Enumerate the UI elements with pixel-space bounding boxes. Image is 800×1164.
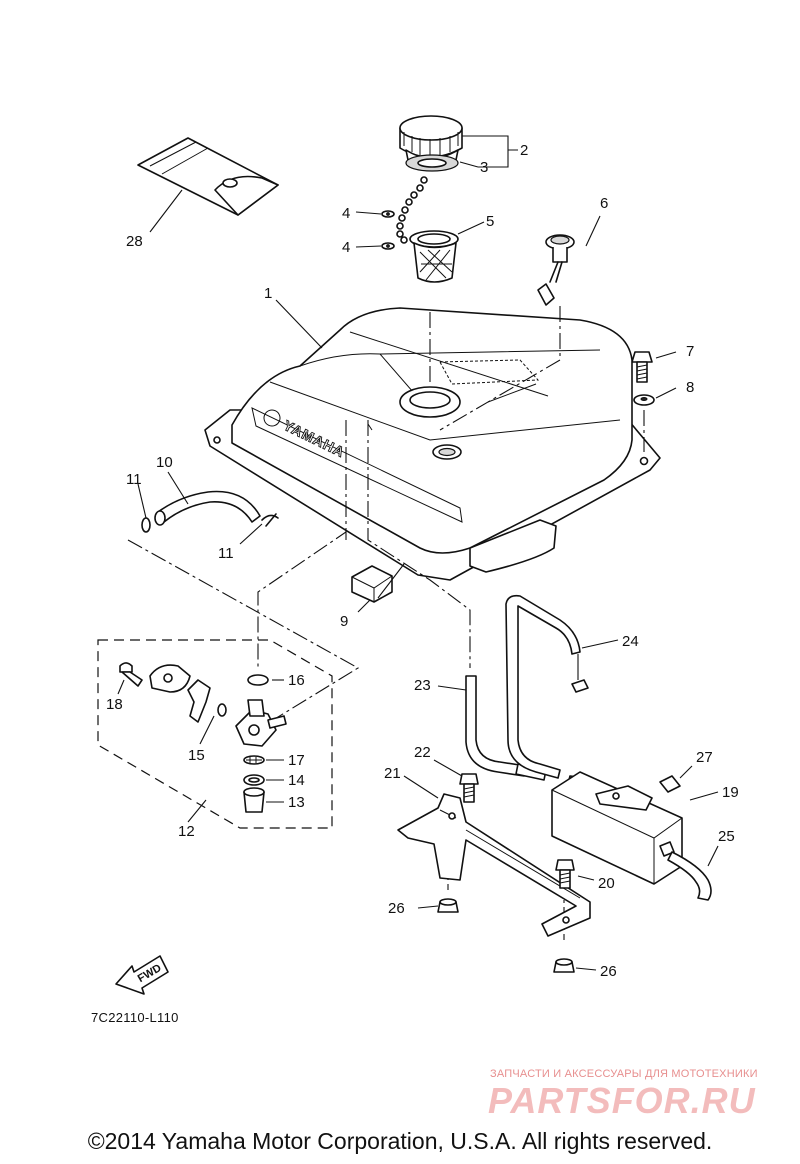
callout-12: 12 bbox=[178, 823, 195, 840]
gasket-plate bbox=[149, 664, 191, 693]
watermark-logo: PARTSFOR.RU bbox=[488, 1080, 756, 1121]
part-10-fuel-hose bbox=[154, 471, 261, 526]
callout-14: 14 bbox=[288, 772, 305, 789]
callout-22: 22 bbox=[414, 744, 431, 761]
part-19-canister bbox=[551, 771, 719, 885]
callout-4a: 4 bbox=[342, 205, 350, 222]
callout-28: 28 bbox=[126, 233, 143, 250]
callout-25: 25 bbox=[718, 828, 735, 845]
watermark-caption: ЗАПЧАСТИ И АКСЕССУАРЫ ДЛЯ МОТОТЕХНИКИ bbox=[490, 1068, 758, 1080]
callout-16: 16 bbox=[288, 672, 305, 689]
copyright-notice: ©2014 Yamaha Motor Corporation, U.S.A. A… bbox=[87, 1128, 713, 1154]
callout-18: 18 bbox=[106, 696, 123, 713]
chain-strap bbox=[396, 176, 428, 244]
callout-7: 7 bbox=[686, 343, 694, 360]
callout-10: 10 bbox=[156, 454, 173, 471]
callout-24: 24 bbox=[622, 633, 639, 650]
fwd-arrow-icon: FWD bbox=[115, 955, 169, 995]
callout-8: 8 bbox=[686, 379, 694, 396]
part-20-bolt bbox=[555, 859, 595, 889]
part-15-lever bbox=[187, 679, 227, 745]
callout-5: 5 bbox=[486, 213, 494, 230]
part-17-filter bbox=[243, 755, 284, 765]
part-13-cup bbox=[243, 787, 284, 813]
callout-17: 17 bbox=[288, 752, 305, 769]
callout-27: 27 bbox=[696, 749, 713, 766]
callout-11b: 11 bbox=[218, 545, 234, 562]
callout-23: 23 bbox=[414, 677, 431, 694]
callout-6: 6 bbox=[600, 195, 608, 212]
callout-15: 15 bbox=[188, 747, 205, 764]
callout-13: 13 bbox=[288, 794, 305, 811]
part-26-nut-left bbox=[417, 898, 459, 913]
callout-labels: 1 2 3 4 4 5 6 7 8 9 10 11 11 12 13 14 15… bbox=[106, 142, 739, 980]
callout-9: 9 bbox=[340, 613, 348, 630]
callout-4b: 4 bbox=[342, 239, 350, 256]
part-4-clips bbox=[355, 210, 395, 250]
part-6-fuel-gauge bbox=[537, 215, 601, 306]
part-9-clip bbox=[351, 563, 405, 613]
part-2-fuel-cap bbox=[399, 115, 463, 172]
callout-21: 21 bbox=[384, 765, 401, 782]
part-16-o-ring bbox=[247, 674, 284, 686]
part-1-fuel-tank: YAMAHA bbox=[204, 299, 661, 581]
part-8-washer bbox=[633, 387, 677, 406]
part-22-bolt bbox=[433, 759, 479, 803]
part-14-o-ring bbox=[243, 774, 284, 786]
part-7-bolt bbox=[631, 351, 677, 383]
part-26-nut-right bbox=[553, 958, 597, 973]
part-18-screw bbox=[117, 662, 143, 695]
callout-3: 3 bbox=[480, 159, 488, 176]
callout-11a: 11 bbox=[126, 471, 142, 488]
callout-20: 20 bbox=[598, 875, 615, 892]
fuel-cock-body bbox=[235, 699, 287, 747]
callout-2: 2 bbox=[520, 142, 528, 159]
callout-19: 19 bbox=[722, 784, 739, 801]
part-21-bracket bbox=[397, 775, 591, 937]
part-24-hose bbox=[505, 594, 619, 787]
part-27-clip bbox=[659, 765, 693, 793]
part-5-strainer bbox=[409, 221, 485, 283]
callout-1: 1 bbox=[264, 285, 272, 302]
diagram-code: 7C22110-L110 bbox=[91, 1010, 179, 1025]
part-11-clamps bbox=[137, 483, 279, 545]
part-25-hose bbox=[667, 845, 719, 901]
callout-26b: 26 bbox=[600, 963, 617, 980]
part-28-decal bbox=[137, 137, 279, 233]
yamaha-tuning-fork-icon bbox=[263, 409, 281, 427]
callout-26a: 26 bbox=[388, 900, 405, 917]
